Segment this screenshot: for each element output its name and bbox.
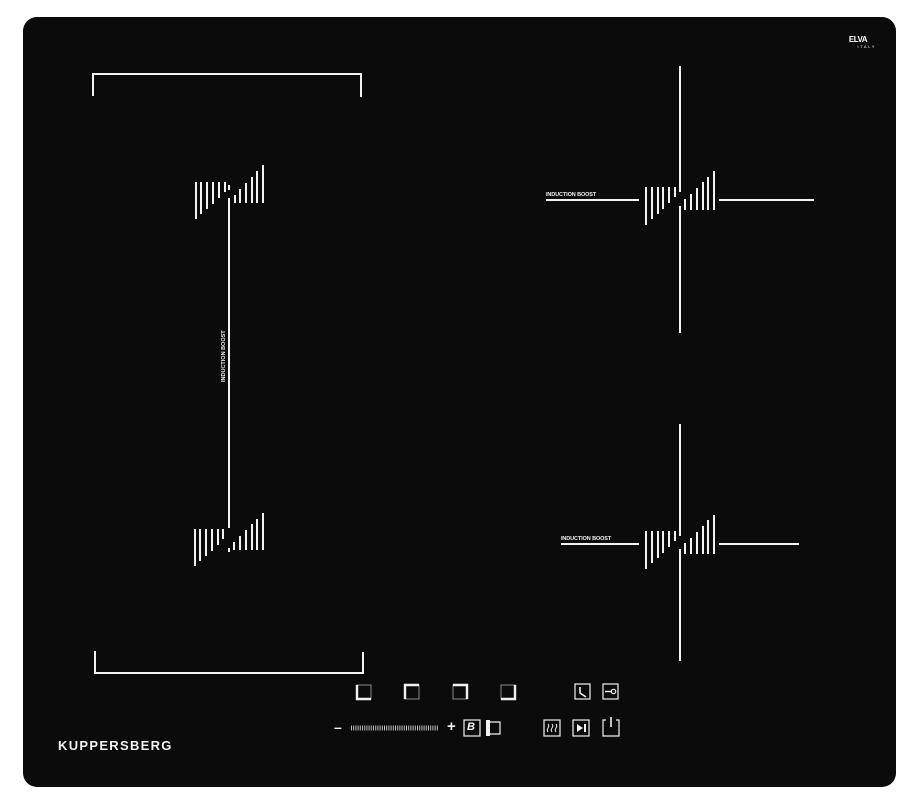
- clock-icon: [574, 683, 591, 700]
- right-bottom-zone-cross: [561, 424, 799, 661]
- boost-key-label: B: [467, 721, 475, 733]
- right-bottom-zone-boost-label: INDUCTION BOOST: [561, 536, 612, 542]
- badge-top-text: ELVA: [848, 35, 868, 44]
- elva-italy-badge: ELVA ITALY: [838, 36, 878, 50]
- cooktop-panel: [23, 17, 896, 787]
- pause-button[interactable]: [570, 717, 592, 739]
- heat-waves-icon: [543, 719, 561, 737]
- zone-key-front-right-icon: [500, 684, 517, 701]
- keep-warm-button[interactable]: [541, 717, 563, 739]
- decrease-power-button[interactable]: [330, 718, 346, 738]
- lock-button[interactable]: [600, 681, 621, 702]
- minus-icon: –: [334, 719, 342, 735]
- badge-bottom-text: ITALY: [857, 44, 876, 49]
- zone-front-right-button[interactable]: [497, 681, 519, 703]
- increase-power-button[interactable]: [444, 718, 460, 738]
- zone-front-left-button[interactable]: [353, 681, 375, 703]
- zone-rear-right-button[interactable]: [449, 681, 471, 703]
- boost-glyph-left-top: [195, 165, 264, 219]
- brand-logo: KUPPERSBERG: [58, 738, 173, 753]
- power-icon: [602, 717, 620, 737]
- power-button[interactable]: [600, 714, 622, 739]
- zone-key-rear-left-icon: [403, 683, 420, 700]
- timer-button[interactable]: [572, 681, 593, 702]
- bridge-icon: [486, 720, 501, 736]
- boost-glyph-right-bottom: [645, 515, 715, 569]
- boost-glyph-left-bottom: [194, 513, 264, 566]
- boost-button[interactable]: [462, 718, 482, 738]
- key-lock-icon: [602, 683, 619, 700]
- left-zone-bottom-bracket: [94, 651, 364, 674]
- zone-key-front-left-icon: [355, 684, 372, 701]
- left-zone-top-bracket: [92, 73, 362, 97]
- right-top-zone-boost-label: INDUCTION BOOST: [546, 192, 597, 198]
- right-top-zone-cross: [546, 66, 814, 333]
- boost-key-icon: [463, 719, 481, 737]
- play-pause-icon: [572, 719, 590, 737]
- bridge-button[interactable]: [484, 718, 503, 738]
- power-slider[interactable]: [349, 722, 441, 734]
- boost-glyph-right-top: [645, 171, 715, 225]
- left-zone-boost-label: INDUCTION BOOST: [221, 330, 227, 382]
- plus-icon: +: [447, 718, 456, 735]
- zone-rear-left-button[interactable]: [401, 681, 423, 703]
- zone-key-rear-right-icon: [452, 683, 469, 700]
